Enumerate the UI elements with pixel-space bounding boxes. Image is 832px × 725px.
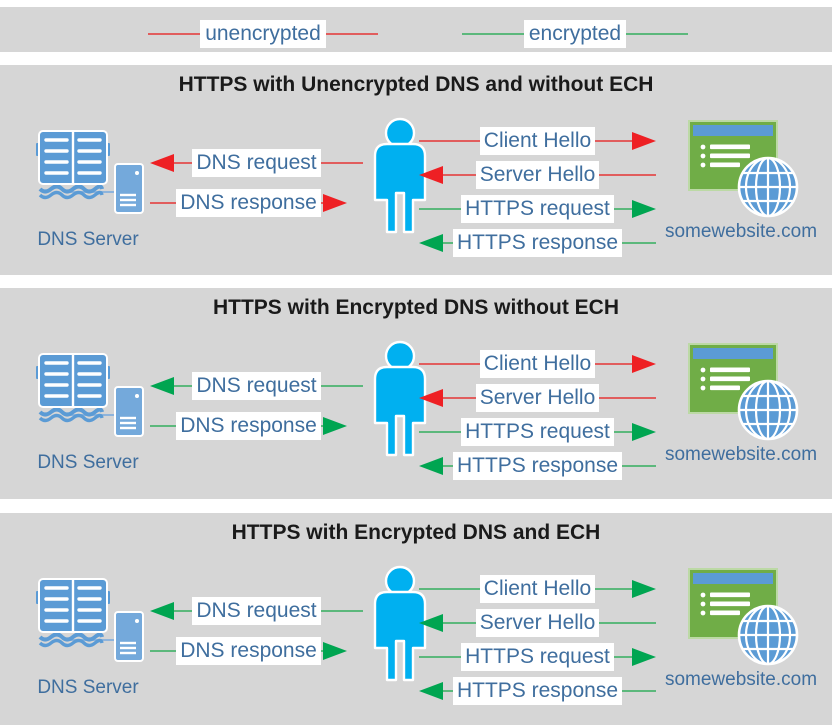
arrow-label: HTTPS response [452, 452, 623, 480]
arrow-label: DNS response [176, 412, 321, 440]
dns-server-label: DNS Server [37, 229, 139, 250]
arrowhead-icon [323, 417, 347, 435]
dns-server-icon [36, 351, 144, 439]
website-label: somewebsite.com [664, 669, 818, 690]
arrow-label: HTTPS response [452, 229, 623, 257]
arrow-https-request: HTTPS request [419, 643, 656, 671]
user-icon [358, 565, 442, 686]
arrow-dns-request: DNS request [150, 372, 363, 400]
arrowhead-icon [323, 642, 347, 660]
arrow-label: Server Hello [475, 161, 600, 189]
arrowhead-icon [632, 200, 656, 218]
arrow-dns-response: DNS response [150, 412, 347, 440]
arrowhead-icon [419, 234, 443, 252]
website-icon [688, 120, 802, 220]
arrowhead-icon [632, 580, 656, 598]
arrow-label: Client Hello [479, 127, 596, 155]
browser-titlebar [693, 573, 773, 584]
dns-server-label: DNS Server [37, 452, 139, 473]
arrow-label: DNS response [176, 189, 321, 217]
arrow-label: Server Hello [475, 609, 600, 637]
website-label: somewebsite.com [664, 221, 818, 242]
diagram-panel: HTTPS with Encrypted DNS without ECH [0, 288, 832, 499]
arrow-dns-response: DNS response [150, 637, 347, 665]
dns-server-label: DNS Server [37, 677, 139, 698]
panel-title: HTTPS with Unencrypted DNS and without E… [178, 73, 654, 96]
arrowhead-icon [419, 682, 443, 700]
dns-server-icon [36, 576, 144, 664]
arrow-client-hello: Client Hello [419, 575, 656, 603]
panel-title: HTTPS with Encrypted DNS without ECH [212, 296, 619, 319]
arrow-https-response: HTTPS response [419, 229, 656, 257]
arrow-label: HTTPS request [461, 643, 614, 671]
arrowhead-icon [419, 457, 443, 475]
browser-titlebar [693, 125, 773, 136]
arrowhead-icon [150, 602, 174, 620]
arrowhead-icon [150, 377, 174, 395]
diagram-panel: HTTPS with Unencrypted DNS and without E… [0, 65, 832, 275]
arrow-server-hello: Server Hello [419, 161, 656, 189]
arrow-client-hello: Client Hello [419, 350, 656, 378]
legend-label: unencrypted [200, 20, 326, 48]
arrow-label: HTTPS request [461, 195, 614, 223]
arrowhead-icon [419, 166, 443, 184]
arrowhead-icon [632, 132, 656, 150]
website-icon [688, 568, 802, 668]
arrow-server-hello: Server Hello [419, 384, 656, 412]
list-icon [700, 144, 750, 168]
arrow-label: Server Hello [475, 384, 600, 412]
user-icon [358, 340, 442, 461]
arrow-https-response: HTTPS response [419, 452, 656, 480]
dns-server-icon [36, 128, 144, 216]
arrow-label: DNS request [192, 149, 321, 177]
list-icon [700, 367, 750, 391]
arrow-label: HTTPS response [452, 677, 623, 705]
arrow-label: Client Hello [479, 350, 596, 378]
legend-label: encrypted [523, 20, 627, 48]
arrow-label: HTTPS request [461, 418, 614, 446]
diagram-panel: HTTPS with Encrypted DNS and ECH [0, 513, 832, 725]
legend-item-encrypted: encrypted [462, 20, 688, 48]
arrow-label: Client Hello [479, 575, 596, 603]
arrow-https-request: HTTPS request [419, 418, 656, 446]
arrow-label: DNS request [192, 372, 321, 400]
user-icon [358, 117, 442, 238]
website-label: somewebsite.com [664, 444, 818, 465]
list-icon [700, 592, 750, 616]
arrow-dns-request: DNS request [150, 149, 363, 177]
arrowhead-icon [150, 154, 174, 172]
arrow-https-request: HTTPS request [419, 195, 656, 223]
arrowhead-icon [323, 194, 347, 212]
arrow-dns-response: DNS response [150, 189, 347, 217]
arrowhead-icon [632, 648, 656, 666]
arrowhead-icon [632, 423, 656, 441]
arrow-client-hello: Client Hello [419, 127, 656, 155]
arrow-https-response: HTTPS response [419, 677, 656, 705]
website-icon [688, 343, 802, 443]
legend-item-unencrypted: unencrypted [148, 20, 378, 48]
browser-titlebar [693, 348, 773, 359]
arrowhead-icon [419, 614, 443, 632]
arrow-label: DNS response [176, 637, 321, 665]
arrow-label: DNS request [192, 597, 321, 625]
arrowhead-icon [632, 355, 656, 373]
legend-bar: unencrypted encrypted [0, 7, 832, 52]
panel-title: HTTPS with Encrypted DNS and ECH [231, 521, 601, 544]
arrow-dns-request: DNS request [150, 597, 363, 625]
arrowhead-icon [419, 389, 443, 407]
arrow-server-hello: Server Hello [419, 609, 656, 637]
